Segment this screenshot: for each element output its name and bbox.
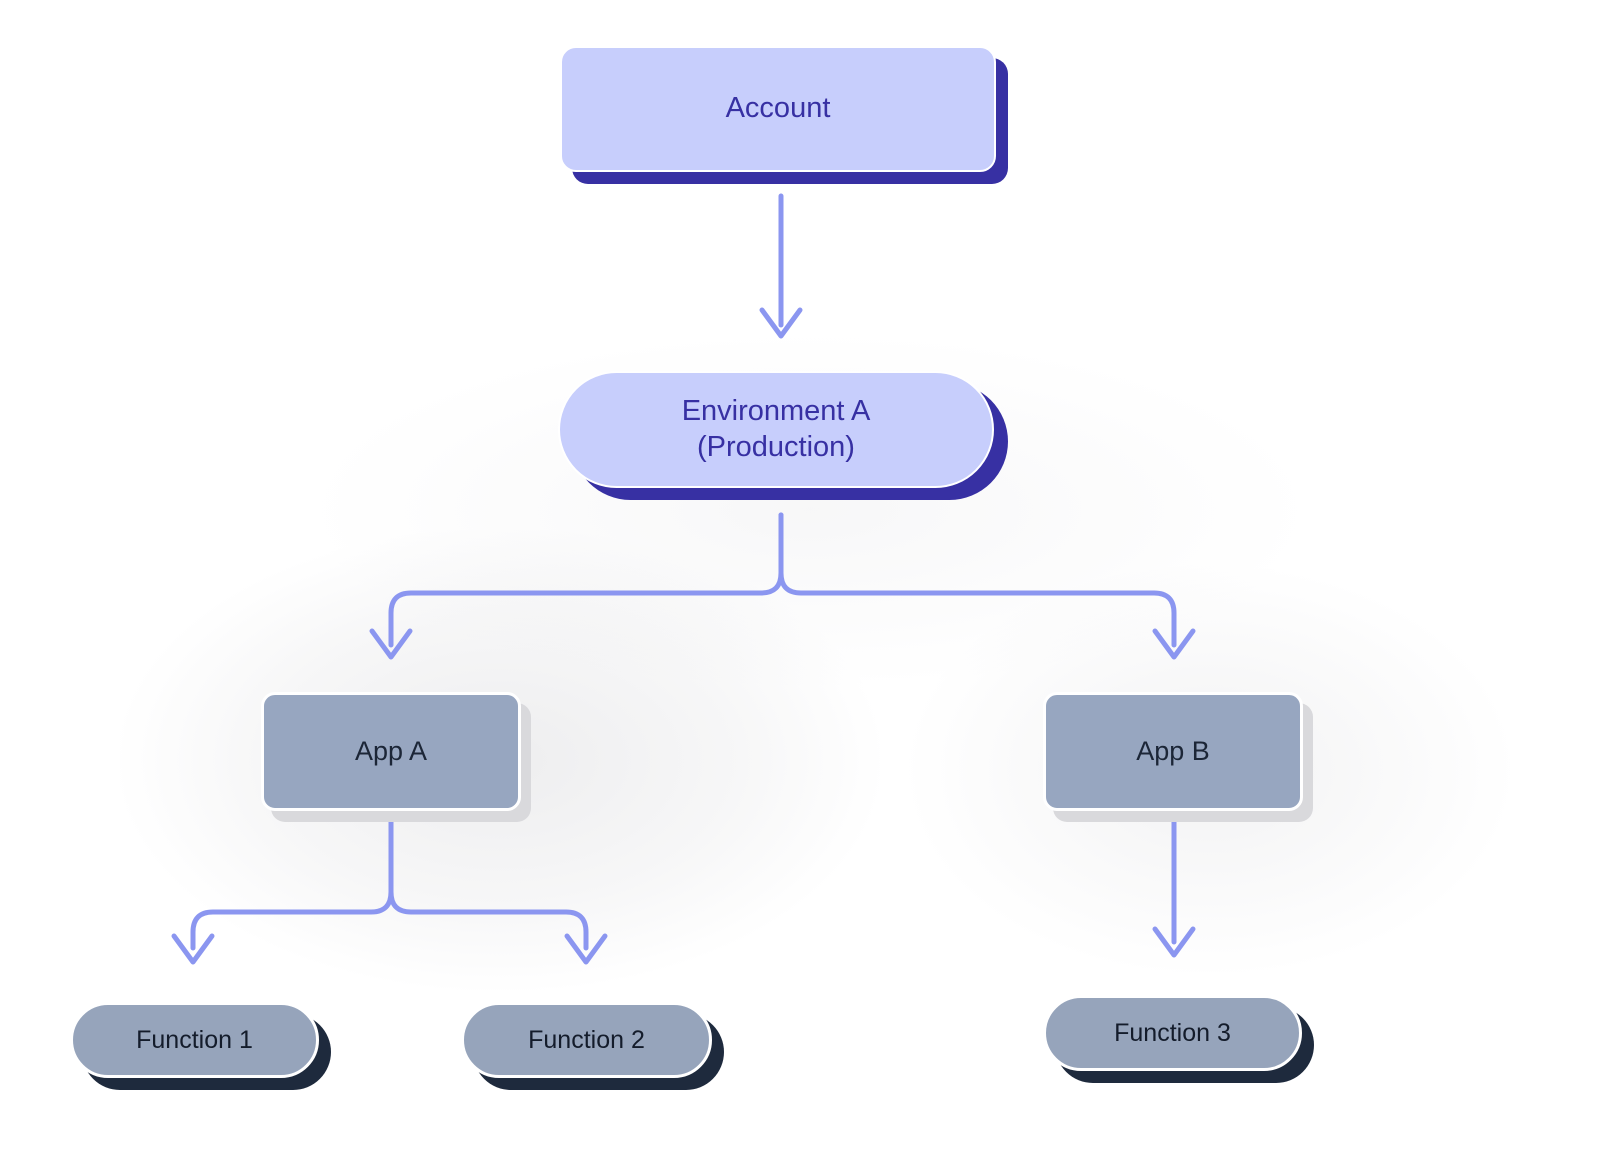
node-function-2-label: Function 2 (528, 1025, 645, 1054)
edge-account-to-environment-a (759, 193, 803, 339)
node-environment-a[interactable]: Environment A (Production) (558, 371, 994, 488)
node-app-a[interactable]: App A (261, 692, 521, 811)
node-app-b-label: App B (1136, 735, 1210, 766)
node-function-1-label: Function 1 (136, 1025, 253, 1054)
node-account[interactable]: Account (560, 46, 996, 172)
edge-environment-a-to-app-b (778, 512, 1196, 660)
node-app-a-label: App A (354, 735, 428, 766)
node-app-b[interactable]: App B (1043, 692, 1303, 811)
edge-app-a-to-function-1 (171, 809, 394, 965)
node-environment-a-label: Environment A (Production) (681, 394, 871, 463)
node-function-1[interactable]: Function 1 (70, 1002, 319, 1078)
node-function-3-label: Function 3 (1114, 1018, 1231, 1047)
node-account-label: Account (725, 92, 831, 125)
node-function-3[interactable]: Function 3 (1043, 995, 1302, 1071)
edge-app-b-to-function-3 (1152, 809, 1196, 958)
edge-environment-a-to-app-a (369, 512, 784, 660)
edge-app-a-to-function-2 (388, 809, 608, 965)
node-function-2[interactable]: Function 2 (461, 1002, 712, 1078)
